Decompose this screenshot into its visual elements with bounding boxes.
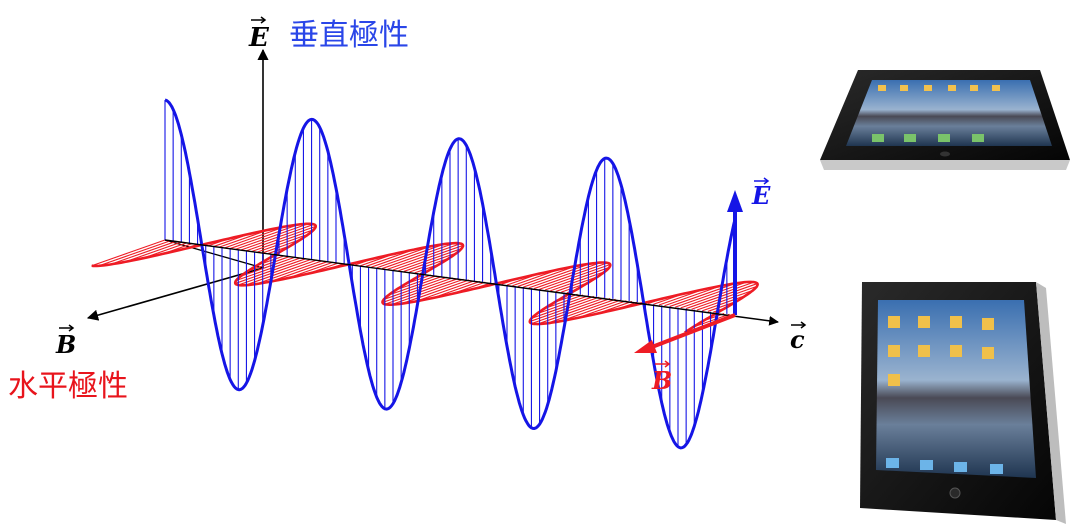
magnetic-field-wave xyxy=(91,222,759,334)
svg-text:垂直極性: 垂直極性 xyxy=(289,18,409,53)
svg-text:c: c xyxy=(790,325,805,354)
e-vector-label: E xyxy=(751,177,771,210)
wave-group xyxy=(91,98,759,450)
electric-field-hatch xyxy=(164,100,736,447)
svg-text:E: E xyxy=(248,23,270,53)
electric-field-wave xyxy=(164,98,737,450)
tablet-landscape-image xyxy=(820,70,1070,170)
b-vector-label: B xyxy=(651,360,672,395)
svg-text:B: B xyxy=(651,366,672,395)
svg-text:B: B xyxy=(55,330,76,359)
b-axis xyxy=(86,267,264,321)
tablet-portrait-image xyxy=(860,282,1066,524)
b-vector-head xyxy=(634,340,657,353)
e-axis-label: E 垂直極性 xyxy=(248,16,409,53)
c-axis-label: c xyxy=(790,321,807,354)
magnetic-field-hatch xyxy=(91,223,758,334)
c-axis xyxy=(164,239,779,326)
svg-text:E: E xyxy=(751,181,771,210)
e-vector-head xyxy=(727,190,743,212)
svg-text:水平極性: 水平極性 xyxy=(8,369,128,404)
b-axis-label: B 水平極性 xyxy=(8,324,128,404)
b-vector-arrow xyxy=(651,313,736,349)
